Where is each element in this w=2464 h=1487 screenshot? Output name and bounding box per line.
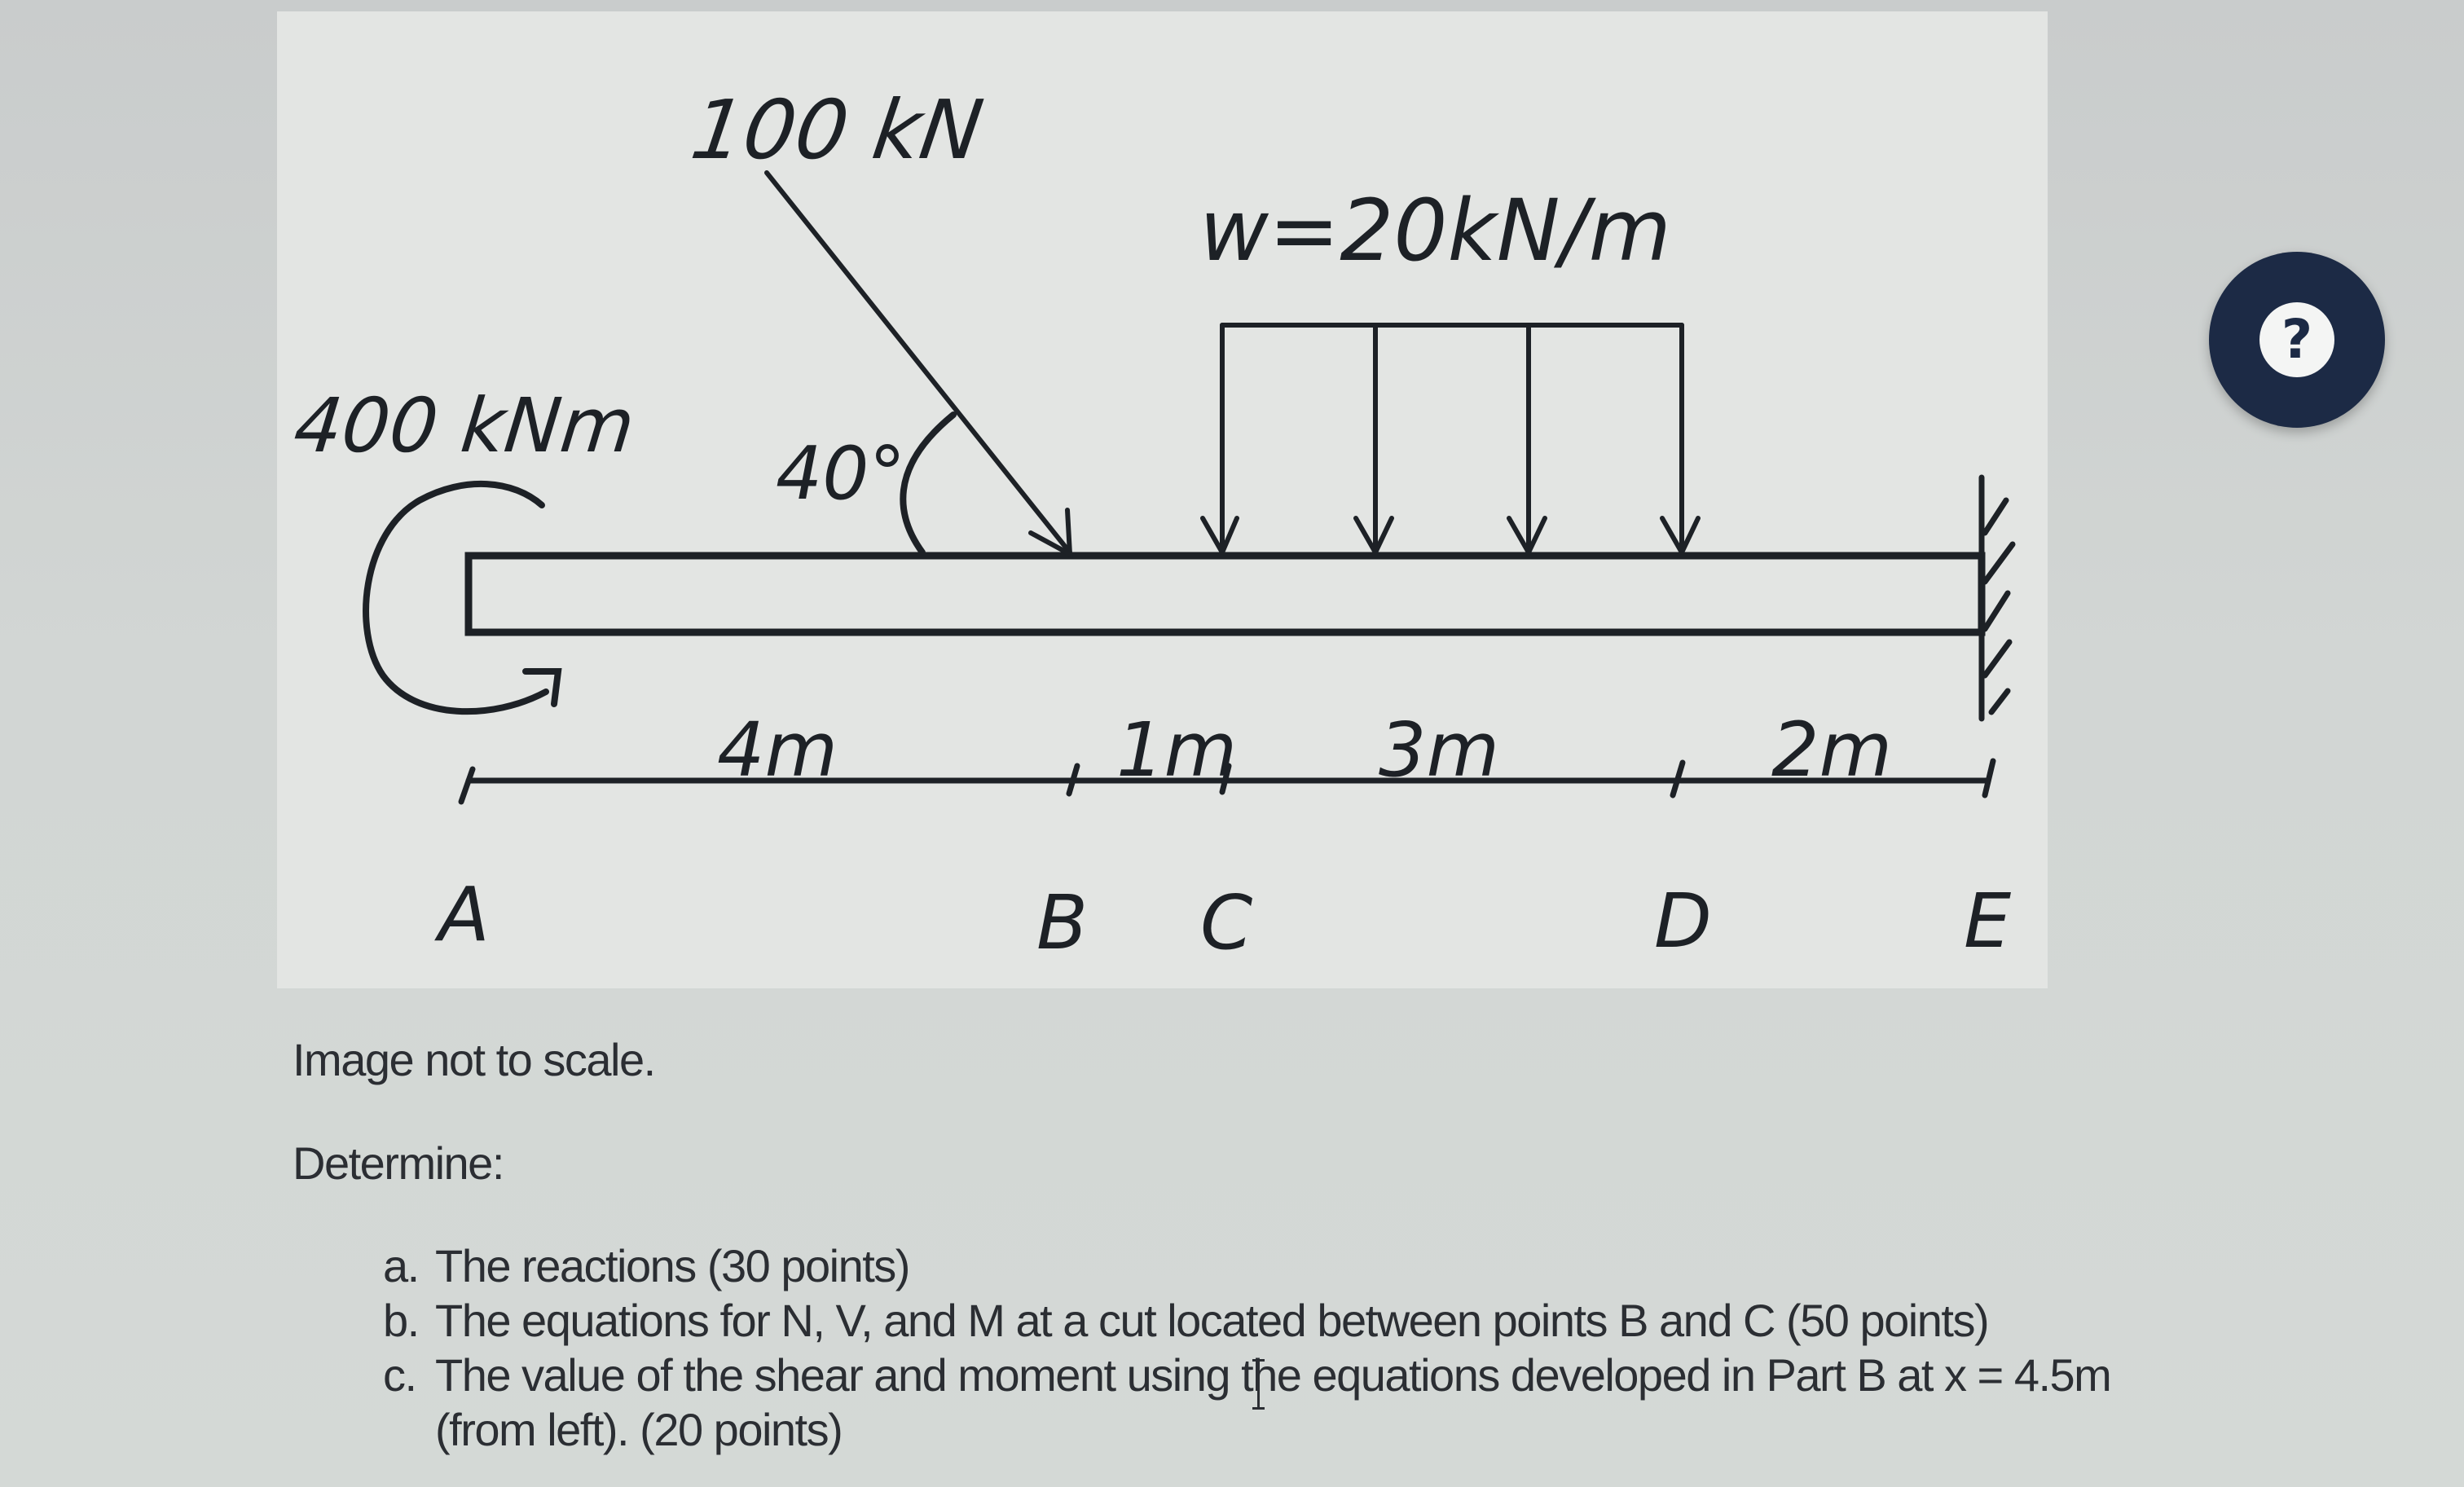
angle-arc-icon: [900, 411, 957, 556]
point-label-e: E: [1964, 878, 2011, 965]
dimension-line: [458, 758, 1996, 805]
question-item-a: a. The reactions (30 points): [383, 1238, 2110, 1293]
point-label-d: D: [1654, 878, 1712, 965]
moment-label: 400 kNm: [290, 381, 639, 469]
fixed-wall-support-icon: [1978, 474, 2016, 722]
dimension-label-de: 2m: [1771, 706, 1892, 794]
question-text-continuation: (from left). (20 points): [435, 1404, 843, 1455]
beam-diagram-figure: 400 kNm 100 kN 40° w=20kN/m: [277, 11, 2048, 988]
point-label-a: A: [434, 871, 490, 958]
question-text: The value of the shear and moment using …: [435, 1349, 2112, 1401]
question-item-b: b. The equations for N, V, and M at a cu…: [383, 1293, 2110, 1348]
distributed-load-icon: [1200, 323, 1701, 558]
question-marker: b.: [383, 1295, 420, 1346]
question-item-c: c. The value of the shear and moment usi…: [383, 1348, 2112, 1457]
text-cursor-icon: [1252, 1359, 1270, 1410]
beam: [464, 552, 1986, 636]
question-marker: c.: [383, 1349, 417, 1401]
figure-caption: Image not to scale.: [293, 1034, 656, 1085]
question-text: The reactions (30 points): [435, 1240, 910, 1291]
point-label-b: B: [1036, 879, 1088, 966]
dimension-label-ab: 4m: [717, 706, 838, 794]
question-text: The equations for N, V, and M at a cut l…: [435, 1295, 1990, 1346]
angle-label: 40°: [776, 431, 906, 517]
dimension-label-cd: 3m: [1379, 706, 1499, 794]
question-list: a. The reactions (30 points) b. The equa…: [383, 1238, 2112, 1457]
force-label: 100 kN: [685, 82, 988, 177]
question-mark-icon: ?: [2259, 302, 2334, 377]
inclined-force-arrow-icon: [764, 170, 1073, 559]
help-button[interactable]: ?: [2209, 252, 2385, 428]
distributed-load-label: w=20kN/m: [1199, 181, 1671, 280]
point-label-c: C: [1200, 879, 1252, 966]
prompt-heading: Determine:: [293, 1137, 504, 1189]
question-marker: a.: [383, 1240, 420, 1291]
dimension-label-bc: 1m: [1116, 706, 1237, 794]
moment-arrow-icon: [363, 481, 562, 715]
